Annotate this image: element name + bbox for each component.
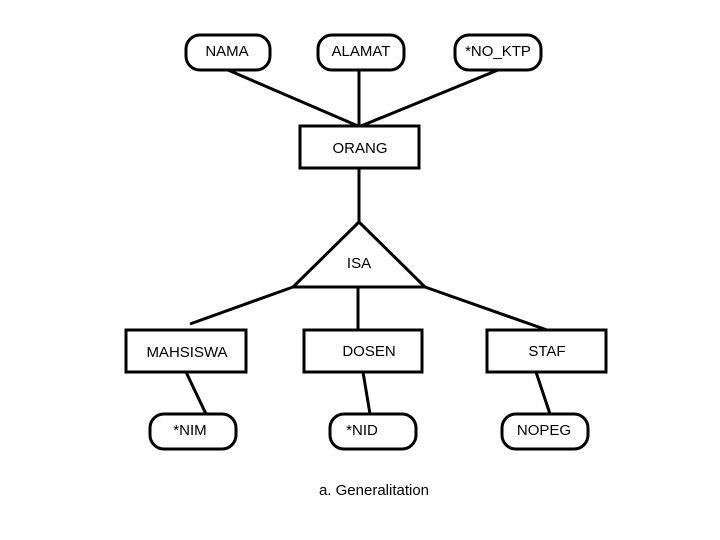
entity-orang: ORANG [298, 124, 421, 170]
entity-dosen-label: DOSEN [342, 343, 395, 360]
attribute-nim-label: *NIM [173, 422, 206, 439]
entity-mahasiswa: MAHSISWA [124, 328, 248, 374]
attribute-alamat-label: ALAMAT [332, 43, 391, 60]
edge-noktp-orang [360, 68, 499, 128]
entity-staf-shape [485, 328, 608, 374]
attribute-nopeg-label: NOPEG [517, 422, 571, 439]
attribute-alamat: ALAMAT [316, 33, 406, 72]
edge-isa-staf [424, 285, 548, 332]
edge-staf-nopeg [534, 371, 552, 415]
entity-staf-label: STAF [528, 343, 565, 360]
attribute-nid: *NID [328, 412, 418, 451]
attribute-no-ktp-label: *NO_KTP [465, 43, 531, 60]
edge-mahasiswa-nim [184, 371, 208, 415]
attribute-alamat-shape [316, 33, 406, 72]
attribute-nama: NAMA [184, 33, 272, 72]
attribute-nama-label: NAMA [205, 43, 248, 60]
attribute-no-ktp-shape [453, 33, 543, 72]
attribute-nopeg-shape [500, 412, 590, 451]
attribute-nid-label: *NID [346, 422, 378, 439]
entity-dosen-shape [302, 328, 424, 374]
entity-mahasiswa-label: MAHSISWA [146, 344, 227, 361]
attribute-no-ktp: *NO_KTP [453, 33, 543, 72]
attribute-nama-shape [184, 33, 272, 72]
entity-staf: STAF [485, 328, 608, 374]
attribute-nim-shape [148, 412, 238, 451]
entity-mahasiswa-shape [124, 328, 248, 374]
entity-dosen: DOSEN [302, 328, 424, 374]
isa-triangle [289, 219, 429, 289]
edge-isa-mahasiswa [189, 285, 294, 326]
attribute-nim: *NIM [148, 412, 238, 451]
entity-orang-label: ORANG [332, 140, 387, 157]
connectors [184, 68, 552, 415]
edge-nama-orang [227, 68, 359, 128]
entity-orang-shape [298, 124, 421, 170]
isa-label: ISA [347, 255, 371, 272]
isa-relationship: ISA [289, 219, 429, 289]
attribute-nopeg: NOPEG [500, 412, 590, 451]
attribute-nid-shape [328, 412, 418, 451]
diagram-caption: a. Generalitation [319, 482, 429, 499]
edge-dosen-nid [361, 371, 372, 415]
